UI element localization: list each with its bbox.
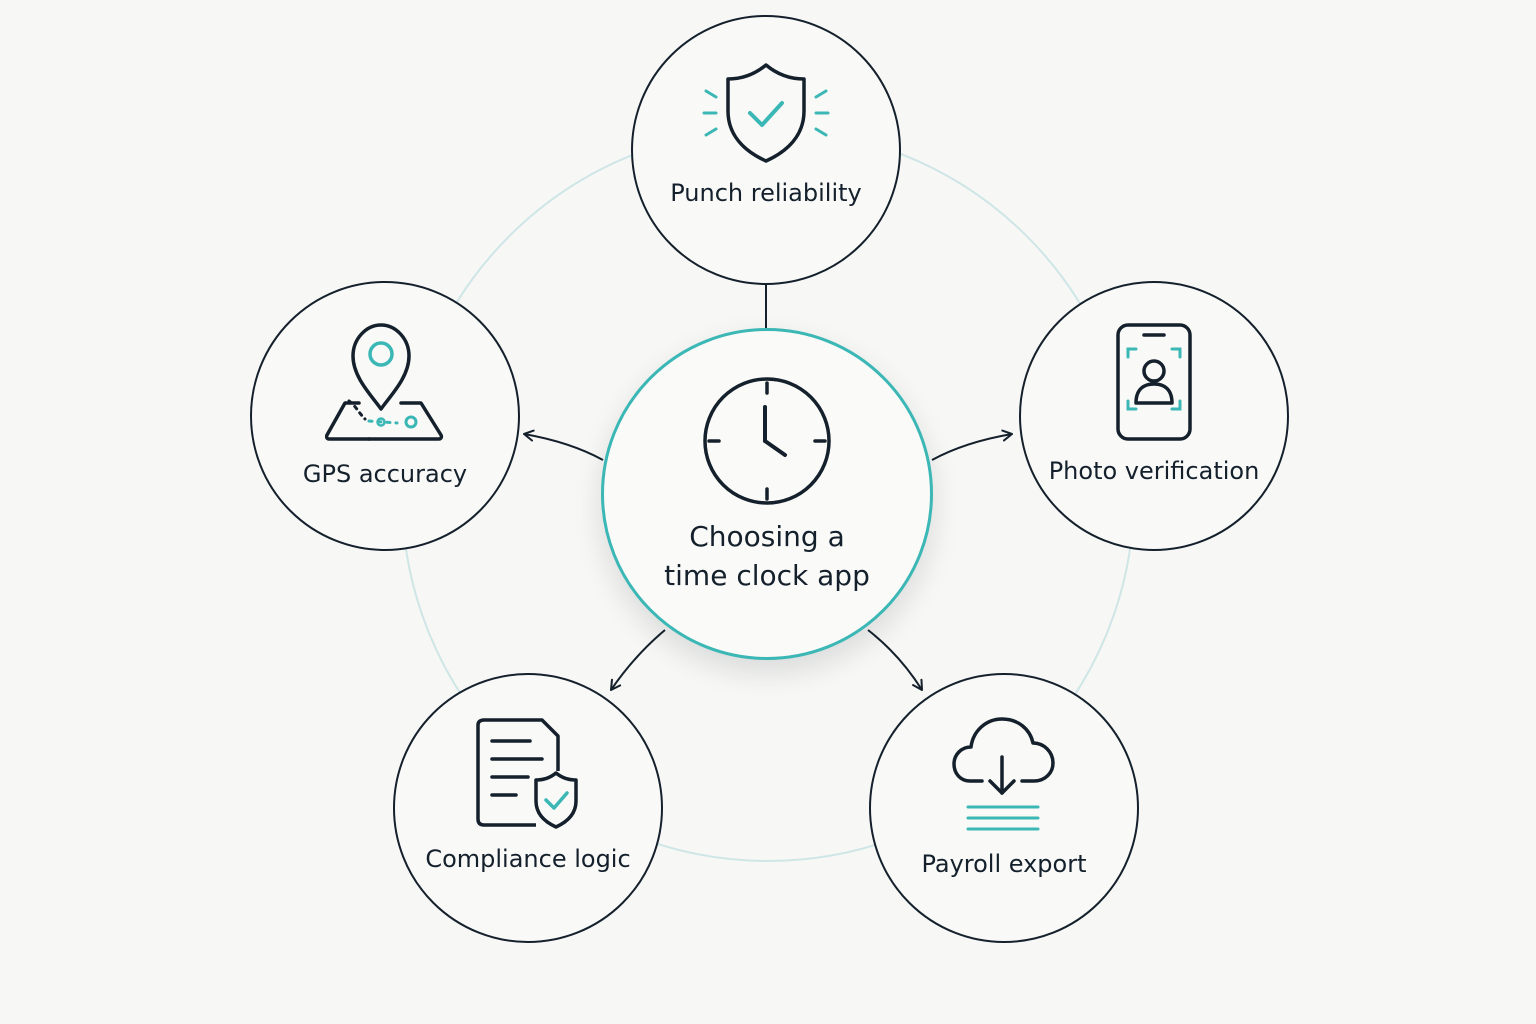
node-photo-verification: Photo verification bbox=[1019, 281, 1289, 551]
clock-icon bbox=[701, 375, 833, 511]
node-compliance-logic: Compliance logic bbox=[393, 673, 663, 943]
node-label: Punch reliability bbox=[670, 179, 862, 207]
arrow-to-gps-accuracy bbox=[523, 429, 604, 461]
node-label: GPS accuracy bbox=[302, 460, 468, 488]
arrow-to-payroll-export bbox=[867, 629, 923, 691]
center-title-line-1: Choosing a bbox=[689, 520, 845, 553]
node-gps-accuracy: GPS accuracy bbox=[250, 281, 520, 551]
phone-face-scan-icon bbox=[1114, 321, 1194, 447]
cloud-download-icon bbox=[952, 715, 1056, 841]
map-pin-route-icon bbox=[324, 321, 445, 449]
node-label: Compliance logic bbox=[425, 845, 631, 873]
node-punch-reliability: Punch reliability bbox=[631, 15, 901, 285]
center-title: Choosing a time clock app bbox=[604, 517, 930, 595]
arrow-to-photo-verification bbox=[931, 429, 1013, 461]
center-title-line-2: time clock app bbox=[664, 559, 870, 592]
document-shield-icon bbox=[474, 717, 582, 835]
node-label: Payroll export bbox=[921, 850, 1087, 878]
node-payroll-export: Payroll export bbox=[869, 673, 1139, 943]
center-node: Choosing a time clock app bbox=[601, 328, 933, 660]
shield-check-icon bbox=[698, 61, 834, 169]
node-label: Photo verification bbox=[1048, 457, 1260, 485]
arrow-to-compliance-logic bbox=[610, 629, 666, 691]
